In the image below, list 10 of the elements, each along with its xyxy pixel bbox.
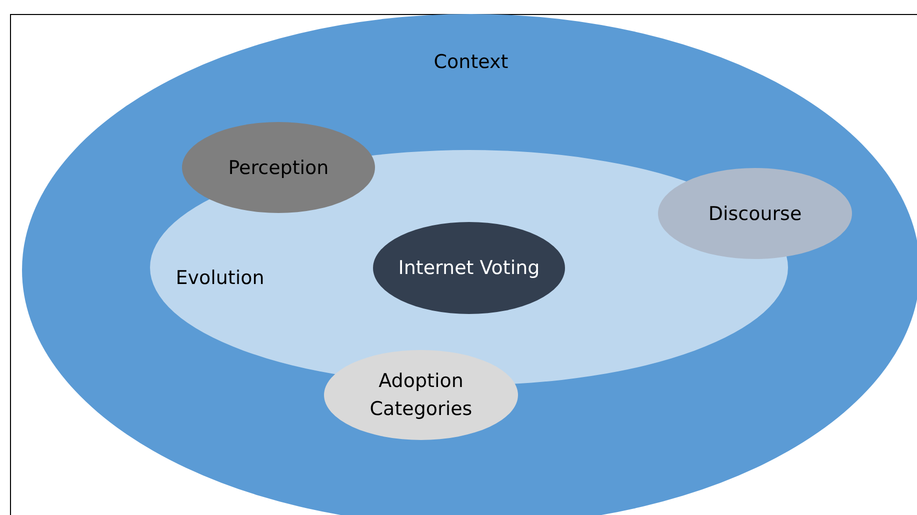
discourse-ellipse bbox=[658, 168, 852, 259]
adoption-categories-ellipse bbox=[324, 350, 518, 440]
internet-voting-ellipse bbox=[373, 222, 565, 314]
ellipse-label: Internet Voting bbox=[397, 256, 541, 281]
ellipse-label: Context bbox=[432, 50, 510, 75]
ellipse-label: Adoption Categories bbox=[368, 369, 474, 422]
ellipse-label: Evolution bbox=[174, 266, 266, 291]
ellipse-label: Perception bbox=[227, 156, 330, 180]
ellipse-label: Discourse bbox=[707, 202, 803, 226]
perception-ellipse bbox=[182, 122, 375, 213]
